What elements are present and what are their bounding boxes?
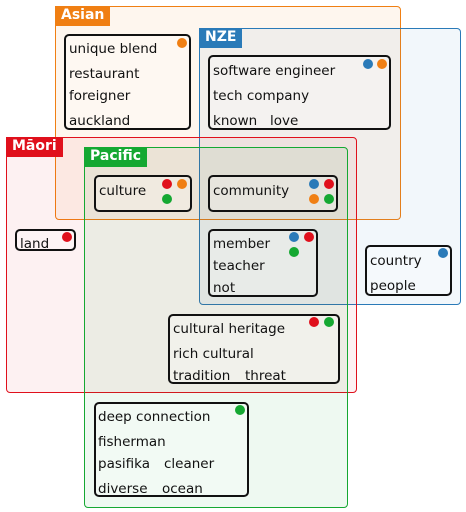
dot-asian bbox=[177, 38, 187, 48]
term-culture: culture bbox=[99, 183, 147, 199]
pacific-label: Pacific bbox=[84, 147, 148, 167]
cluster-member bbox=[208, 229, 318, 297]
term-land: land bbox=[20, 236, 50, 252]
term-software-engineer: software engineer bbox=[213, 63, 336, 79]
cluster-country bbox=[365, 245, 452, 296]
asian-label: Asian bbox=[55, 6, 111, 26]
cluster-culture bbox=[94, 175, 192, 212]
term-ocean: ocean bbox=[162, 481, 203, 497]
term-foreigner: foreigner bbox=[69, 88, 131, 104]
dot-maori bbox=[304, 232, 314, 242]
dot-pacific bbox=[324, 194, 334, 204]
term-people: people bbox=[370, 278, 416, 294]
dot-asian bbox=[177, 179, 187, 189]
dot-maori bbox=[162, 179, 172, 189]
cluster-land bbox=[15, 229, 76, 251]
cluster-deep-connection bbox=[94, 402, 249, 497]
dot-asian bbox=[377, 59, 387, 69]
dot-pacific bbox=[235, 405, 245, 415]
cluster-unique-blend bbox=[64, 34, 191, 130]
maori-label: Māori bbox=[6, 137, 63, 157]
dot-maori bbox=[324, 179, 334, 189]
term-pasifika: pasifika bbox=[98, 456, 150, 472]
term-not: not bbox=[213, 280, 236, 296]
term-love: love bbox=[270, 113, 299, 129]
nze-label: NZE bbox=[199, 28, 243, 48]
cluster-heritage bbox=[168, 314, 340, 384]
dot-nze bbox=[289, 232, 299, 242]
dot-pacific bbox=[289, 247, 299, 257]
dot-pacific bbox=[324, 317, 334, 327]
term-diverse: diverse bbox=[98, 481, 148, 497]
dot-maori bbox=[309, 317, 319, 327]
dot-nze bbox=[309, 179, 319, 189]
dot-nze bbox=[438, 248, 448, 258]
cluster-software bbox=[208, 55, 391, 130]
dot-pacific bbox=[162, 194, 172, 204]
dot-asian bbox=[309, 194, 319, 204]
term-tradition: tradition bbox=[173, 368, 231, 384]
term-teacher: teacher bbox=[213, 258, 265, 274]
term-tech-company: tech company bbox=[213, 88, 310, 104]
term-community: community bbox=[213, 183, 290, 199]
term-auckland: auckland bbox=[69, 113, 131, 129]
dot-maori bbox=[62, 232, 72, 242]
term-restaurant: restaurant bbox=[69, 66, 140, 82]
nze-group bbox=[199, 28, 461, 305]
pacific-group bbox=[84, 147, 348, 508]
term-fisherman: fisherman bbox=[98, 434, 166, 450]
term-threat: threat bbox=[245, 368, 286, 384]
term-cultural-heritage: cultural heritage bbox=[173, 321, 286, 337]
dot-nze bbox=[363, 59, 373, 69]
term-country: country bbox=[370, 253, 422, 269]
term-known: known bbox=[213, 113, 258, 129]
term-member: member bbox=[213, 236, 271, 252]
term-unique-blend: unique blend bbox=[69, 41, 158, 57]
term-rich-cultural: rich cultural bbox=[173, 346, 254, 362]
term-deep-connection: deep connection bbox=[98, 409, 211, 425]
term-cleaner: cleaner bbox=[164, 456, 215, 472]
